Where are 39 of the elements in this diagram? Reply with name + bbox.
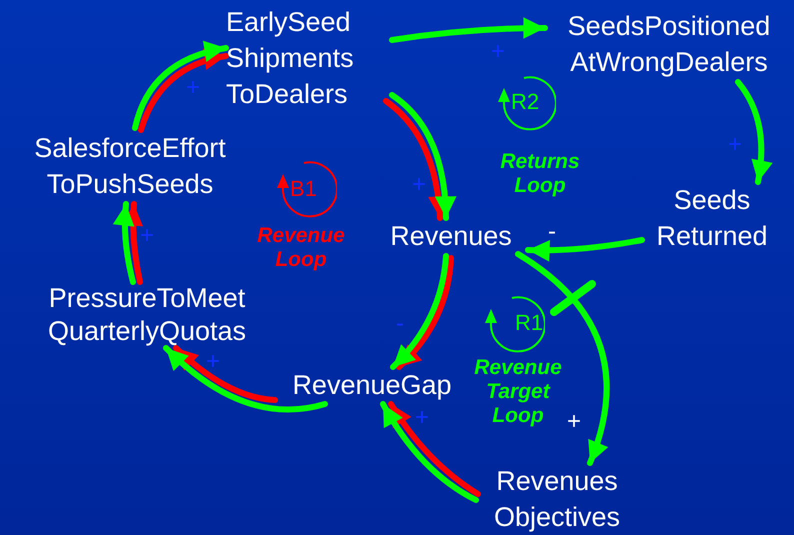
arrow (388, 401, 481, 497)
arrow (389, 92, 456, 221)
polarity-sign: + (728, 133, 742, 157)
arrow (389, 17, 548, 43)
arrow (525, 237, 645, 262)
variable-name: SalesforceEffort ToPushSeeds (33, 132, 227, 201)
loop-name: Returns Loop (499, 150, 581, 198)
polarity-sign: + (206, 350, 220, 374)
polarity-sign: + (567, 410, 582, 434)
variable-name: PressureToMeet QuarterlyQuotas (46, 282, 248, 348)
loop-id: B1 (290, 178, 317, 200)
variable-name: Revenues Objectives (492, 465, 622, 534)
arrow (138, 49, 229, 133)
loop-id: R2 (511, 91, 540, 113)
variable-name: SeedsPositioned AtWrongDealers (566, 10, 772, 79)
polarity-sign: + (412, 173, 426, 197)
loop-name: Revenue Loop (256, 224, 346, 272)
arrow (390, 253, 449, 370)
polarity-sign: - (396, 312, 404, 336)
loop-name: Revenue Target Loop (473, 356, 563, 428)
arrow (396, 255, 454, 370)
arrow (163, 345, 328, 412)
arrow (735, 79, 772, 185)
polarity-sign: + (186, 76, 200, 100)
variable-name: Revenues (389, 220, 513, 253)
arrow (132, 42, 229, 131)
polarity-sign: + (415, 406, 430, 430)
arrow (380, 401, 479, 503)
arrow (173, 345, 278, 403)
polarity-sign: + (491, 40, 506, 64)
arrow (113, 201, 136, 285)
variable-name: RevenueGap (291, 369, 453, 402)
polarity-sign: + (140, 224, 154, 248)
arrow (515, 251, 610, 466)
loop-id: R1 (515, 312, 544, 334)
arrow (383, 98, 450, 221)
polarity-sign: - (548, 220, 556, 244)
variable-name: EarlySeed Shipments ToDealers (226, 6, 355, 111)
variable-name: Seeds Returned (655, 184, 769, 253)
